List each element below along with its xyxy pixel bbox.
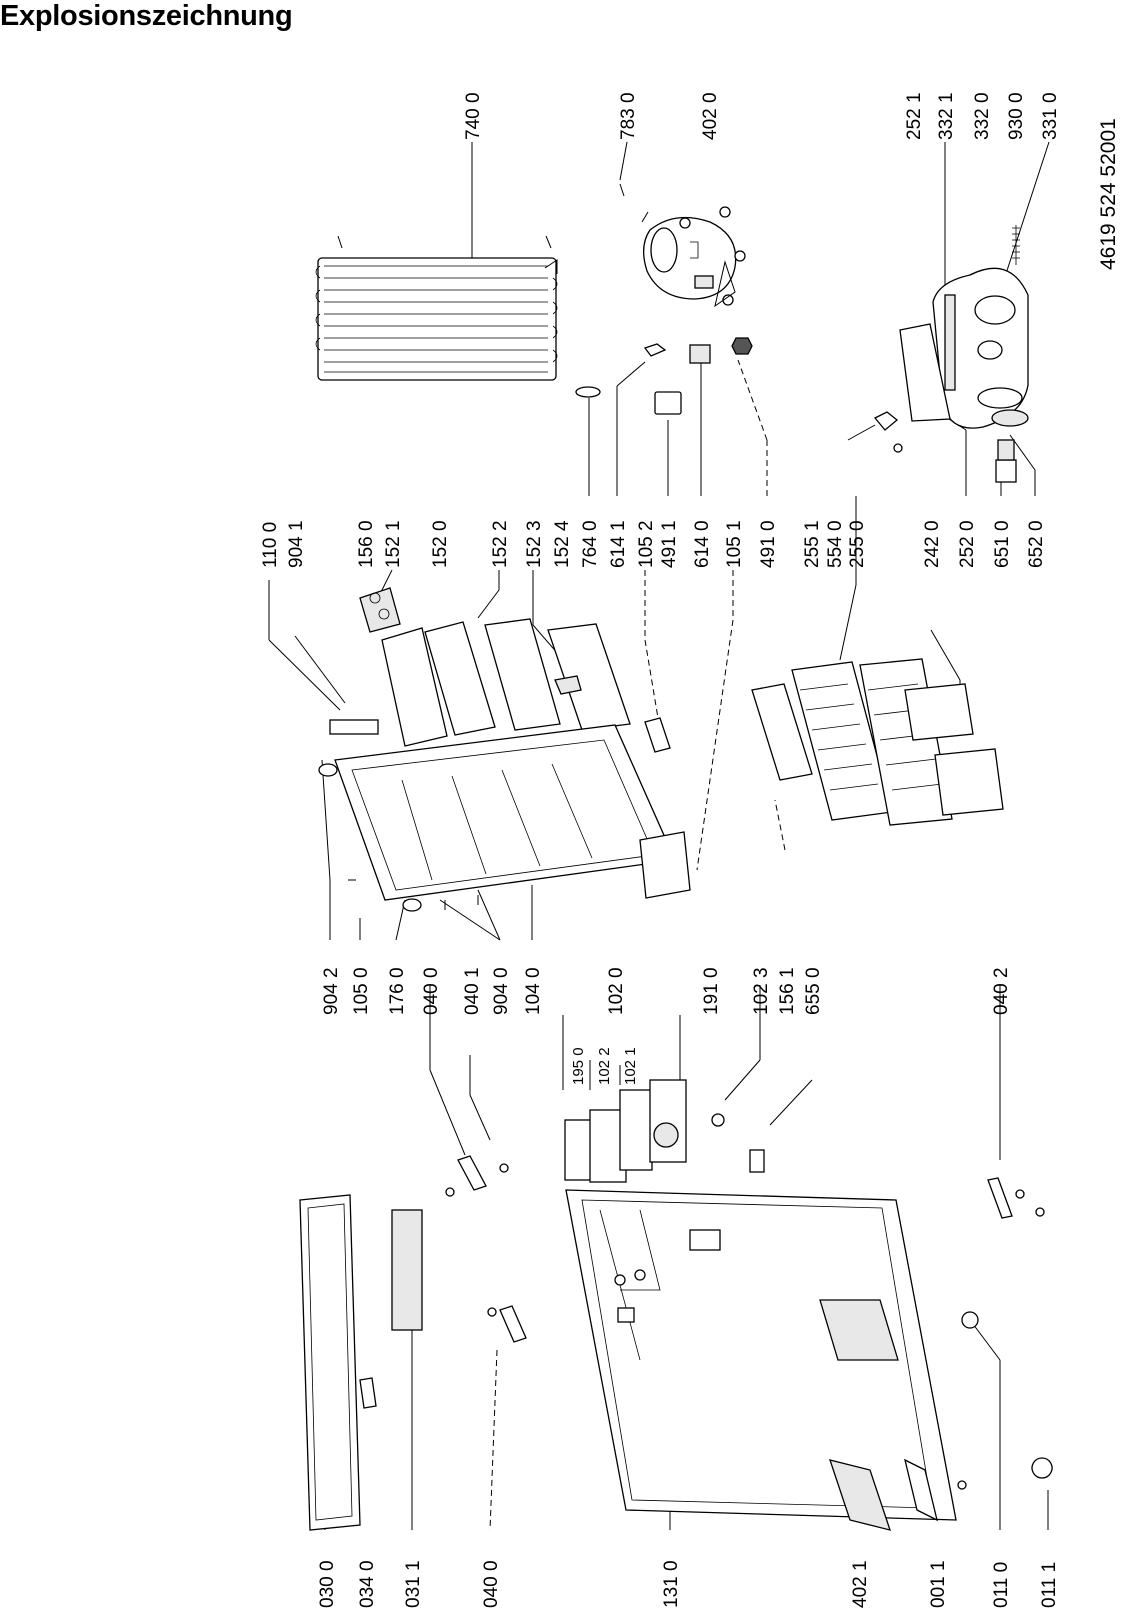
part-label: 491 1 bbox=[659, 520, 680, 568]
outer-door bbox=[299, 1194, 423, 1531]
compressor bbox=[619, 183, 746, 308]
part-label: 102 3 bbox=[751, 967, 772, 1015]
part-label: 152 3 bbox=[524, 520, 545, 568]
part-label: 930 0 bbox=[1006, 92, 1027, 140]
document-number: 4619 524 52001 bbox=[1097, 118, 1120, 270]
part-label: 152 4 bbox=[552, 520, 573, 568]
part-label: 105 1 bbox=[724, 520, 745, 568]
condenser-coil bbox=[315, 235, 558, 381]
part-label: 156 1 bbox=[777, 967, 798, 1015]
part-label: 554 0 bbox=[825, 520, 846, 568]
freezer-compartment-parts bbox=[564, 1079, 765, 1183]
part-label: 031 1 bbox=[403, 1560, 424, 1608]
diagram-title: Explosionszeichnung bbox=[0, 0, 293, 32]
part-label: 764 0 bbox=[580, 520, 601, 568]
part-label: 491 0 bbox=[758, 520, 779, 568]
door-panel bbox=[318, 717, 691, 912]
base-and-feet bbox=[829, 1311, 1053, 1531]
part-label: 242 0 bbox=[922, 520, 943, 568]
part-label: 614 0 bbox=[692, 520, 713, 568]
part-label: 176 0 bbox=[387, 967, 408, 1015]
part-label: 011 0 bbox=[991, 1562, 1012, 1608]
part-label: 030 0 bbox=[317, 1560, 338, 1608]
evaporator-assembly bbox=[873, 225, 1029, 483]
part-label: 156 0 bbox=[356, 520, 377, 568]
door-balconies bbox=[329, 587, 631, 747]
part-label: 402 0 bbox=[700, 92, 721, 140]
part-label: 040 2 bbox=[991, 967, 1012, 1015]
cabinet bbox=[565, 1189, 957, 1521]
part-label: 001 1 bbox=[928, 1560, 949, 1608]
part-label: 651 0 bbox=[992, 520, 1013, 568]
part-label: 034 0 bbox=[357, 1560, 378, 1608]
part-label: 152 1 bbox=[383, 520, 404, 568]
part-label: 040 0 bbox=[481, 1560, 502, 1608]
crisper-drawers bbox=[904, 683, 1004, 816]
part-label: 040 1 bbox=[462, 967, 483, 1015]
part-label: 105 0 bbox=[351, 967, 372, 1015]
part-label: 252 1 bbox=[904, 92, 925, 140]
part-label: 152 2 bbox=[490, 520, 511, 568]
hinges bbox=[445, 1155, 1045, 1343]
part-label: 904 0 bbox=[491, 967, 512, 1015]
part-label: 105 2 bbox=[636, 520, 657, 568]
part-label: 011 1 bbox=[1039, 1562, 1060, 1608]
part-label: 655 0 bbox=[803, 967, 824, 1015]
part-label: 195 0 bbox=[570, 1047, 587, 1085]
part-label: 402 1 bbox=[850, 1560, 871, 1608]
glass-shelves bbox=[751, 658, 953, 826]
part-labels: 740 0 783 0 402 0 252 1 332 1 332 0 930 … bbox=[260, 92, 1120, 1608]
part-label: 252 0 bbox=[957, 520, 978, 568]
part-label: 904 1 bbox=[286, 520, 307, 568]
part-label: 255 0 bbox=[847, 520, 868, 568]
part-label: 110 0 bbox=[260, 522, 281, 568]
part-label: 652 0 bbox=[1026, 520, 1047, 568]
part-label: 614 1 bbox=[608, 520, 629, 568]
part-label: 102 1 bbox=[622, 1047, 639, 1085]
part-label: 152 0 bbox=[430, 520, 451, 568]
part-label: 040 0 bbox=[421, 967, 442, 1015]
part-label: 102 0 bbox=[606, 967, 627, 1015]
part-label: 332 1 bbox=[936, 92, 957, 140]
part-label: 131 0 bbox=[661, 1560, 682, 1608]
part-label: 255 1 bbox=[802, 520, 823, 568]
part-label: 331 0 bbox=[1040, 92, 1061, 140]
part-label: 332 0 bbox=[972, 92, 993, 140]
parts-drawing bbox=[299, 183, 1053, 1531]
part-label: 191 0 bbox=[701, 967, 722, 1015]
compressor-accessories bbox=[575, 337, 753, 415]
part-label: 102 2 bbox=[596, 1047, 613, 1085]
part-label: 740 0 bbox=[463, 92, 484, 140]
part-label: 783 0 bbox=[618, 92, 639, 140]
part-label: 904 2 bbox=[321, 967, 342, 1015]
part-label: 104 0 bbox=[523, 967, 544, 1015]
